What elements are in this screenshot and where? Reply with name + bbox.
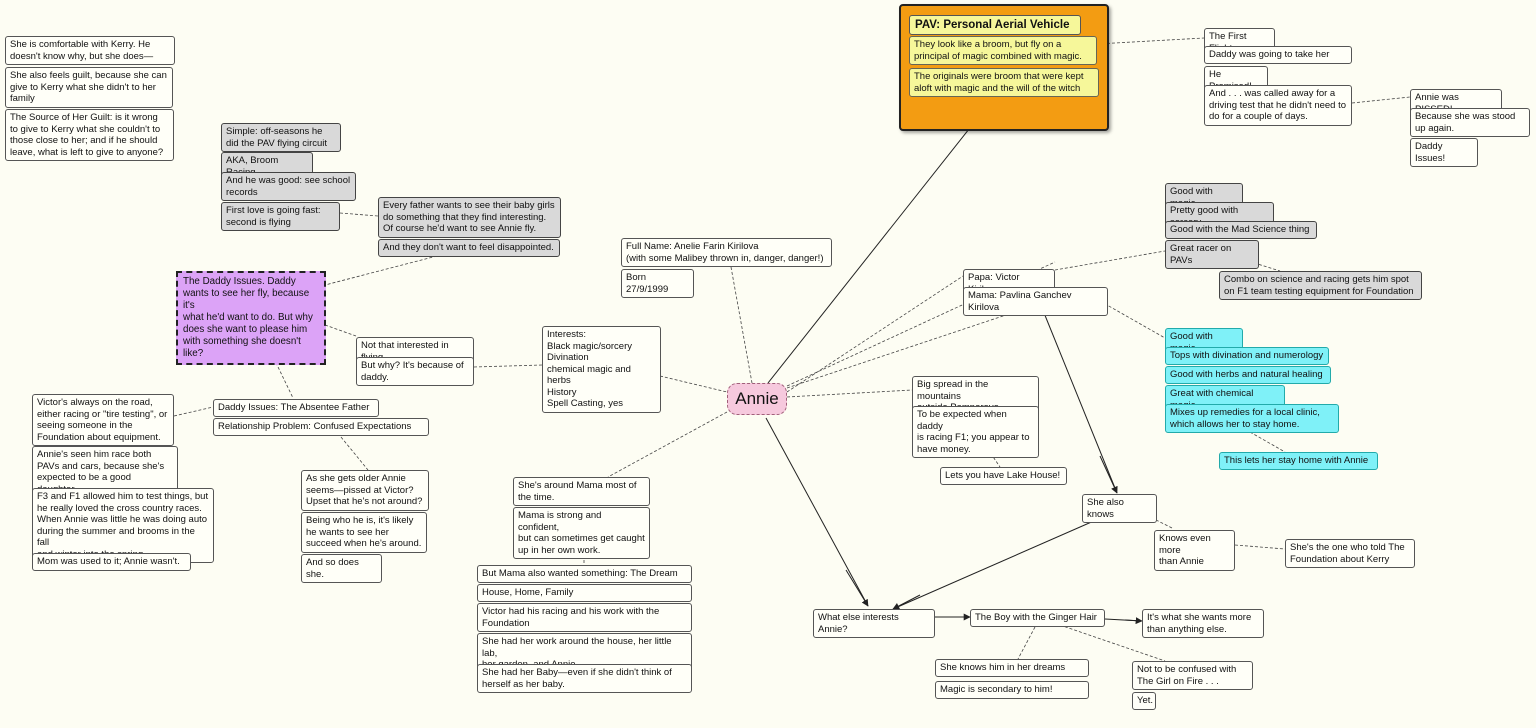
pav-description[interactable]: They look like a broom, but fly on a pri… xyxy=(909,36,1097,65)
pav-title[interactable]: PAV: Personal Aerial Vehicle xyxy=(909,15,1081,35)
confused-expectations-node[interactable]: Relationship Problem: Confused Expectati… xyxy=(213,418,429,436)
victor-note[interactable]: Victor's always on the road, either raci… xyxy=(32,394,174,446)
dream-node[interactable]: But Mama also wanted something: The Drea… xyxy=(477,565,692,583)
papa-combo-node[interactable]: Combo on science and racing gets him spo… xyxy=(1219,271,1422,300)
what-else-node[interactable]: What else interests Annie? xyxy=(813,609,935,638)
guilt-source-node[interactable]: The Source of Her Guilt: is it wrong to … xyxy=(5,109,174,161)
yet-node[interactable]: Yet. xyxy=(1132,692,1156,710)
papa-trait[interactable]: Good with the Mad Science thing xyxy=(1165,221,1317,239)
dream-item[interactable]: Victor had his racing and his work with … xyxy=(477,603,692,632)
girl-on-fire-node[interactable]: Not to be confused with The Girl on Fire… xyxy=(1132,661,1253,690)
because-daddy-node[interactable]: But why? It's because of daddy. xyxy=(356,357,474,386)
pav-group: PAV: Personal Aerial Vehicle They look l… xyxy=(899,4,1109,131)
born-node[interactable]: Born 27/9/1999 xyxy=(621,269,694,298)
knows-more-node[interactable]: Knows even more than Annie xyxy=(1154,530,1235,571)
father-wants-node[interactable]: Every father wants to see their baby gir… xyxy=(378,197,561,238)
daddy-issues-note[interactable]: Daddy Issues! xyxy=(1410,138,1478,167)
older-node[interactable]: And so does she. xyxy=(301,554,382,583)
home-money-node[interactable]: To be expected when daddy is racing F1; … xyxy=(912,406,1039,458)
daddy-issues-node[interactable]: The Daddy Issues. Daddy wants to see her… xyxy=(176,271,326,365)
victor-note[interactable]: F3 and F1 allowed him to test things, bu… xyxy=(32,488,214,563)
ginger-boy-node[interactable]: The Boy with the Ginger Hair xyxy=(970,609,1105,627)
racing-node[interactable]: First love is going fast: second is flyi… xyxy=(221,202,340,231)
mama-trait[interactable]: Mixes up remedies for a local clinic, wh… xyxy=(1165,404,1339,433)
racing-node[interactable]: Simple: off-seasons he did the PAV flyin… xyxy=(221,123,341,152)
mama-home-node[interactable]: This lets her stay home with Annie xyxy=(1219,452,1378,470)
older-node[interactable]: Being who he is, it's likely he wants to… xyxy=(301,512,427,553)
mama-strong-node[interactable]: Mama is strong and confident, but can so… xyxy=(513,507,650,559)
mama-node[interactable]: Mama: Pavlina Ganchev Kirilova xyxy=(963,287,1108,316)
kerry-guilt-node[interactable]: She also feels guilt, because she can gi… xyxy=(5,67,173,108)
father-disappointed-node[interactable]: And they don't want to feel disappointed… xyxy=(378,239,560,257)
older-node[interactable]: As she gets older Annie seems—pissed at … xyxy=(301,470,429,511)
full-name-node[interactable]: Full Name: Anelie Farin Kirilova (with s… xyxy=(621,238,832,267)
racing-node[interactable]: And he was good: see school records xyxy=(221,172,356,201)
dream-item[interactable]: She had her Baby—even if she didn't thin… xyxy=(477,664,692,693)
first-flight-item[interactable]: And . . . was called away for a driving … xyxy=(1204,85,1352,126)
magic-secondary-node[interactable]: Magic is secondary to him! xyxy=(935,681,1089,699)
kerry-comfort-node[interactable]: She is comfortable with Kerry. He doesn'… xyxy=(5,36,175,65)
lake-house-node[interactable]: Lets you have Lake House! xyxy=(940,467,1067,485)
told-foundation-node[interactable]: She's the one who told The Foundation ab… xyxy=(1285,539,1415,568)
mama-around-node[interactable]: She's around Mama most of the time. xyxy=(513,477,650,506)
stood-up-node[interactable]: Because she was stood up again. xyxy=(1410,108,1530,137)
she-also-knows-node[interactable]: She also knows xyxy=(1082,494,1157,523)
absentee-father-node[interactable]: Daddy Issues: The Absentee Father xyxy=(213,399,379,417)
mama-trait[interactable]: Good with herbs and natural healing xyxy=(1165,366,1331,384)
pav-originals[interactable]: The originals were broom that were kept … xyxy=(909,68,1099,97)
dream-item[interactable]: House, Home, Family xyxy=(477,584,692,602)
first-flight-item[interactable]: Daddy was going to take her xyxy=(1204,46,1352,64)
dreams-node[interactable]: She knows him in her dreams xyxy=(935,659,1089,677)
central-node[interactable]: Annie xyxy=(727,383,787,415)
mama-trait[interactable]: Tops with divination and numerology xyxy=(1165,347,1329,365)
interests-node[interactable]: Interests: Black magic/sorcery Divinatio… xyxy=(542,326,661,413)
wants-more-node[interactable]: It's what she wants more than anything e… xyxy=(1142,609,1264,638)
papa-trait[interactable]: Great racer on PAVs xyxy=(1165,240,1259,269)
victor-note[interactable]: Mom was used to it; Annie wasn't. xyxy=(32,553,191,571)
